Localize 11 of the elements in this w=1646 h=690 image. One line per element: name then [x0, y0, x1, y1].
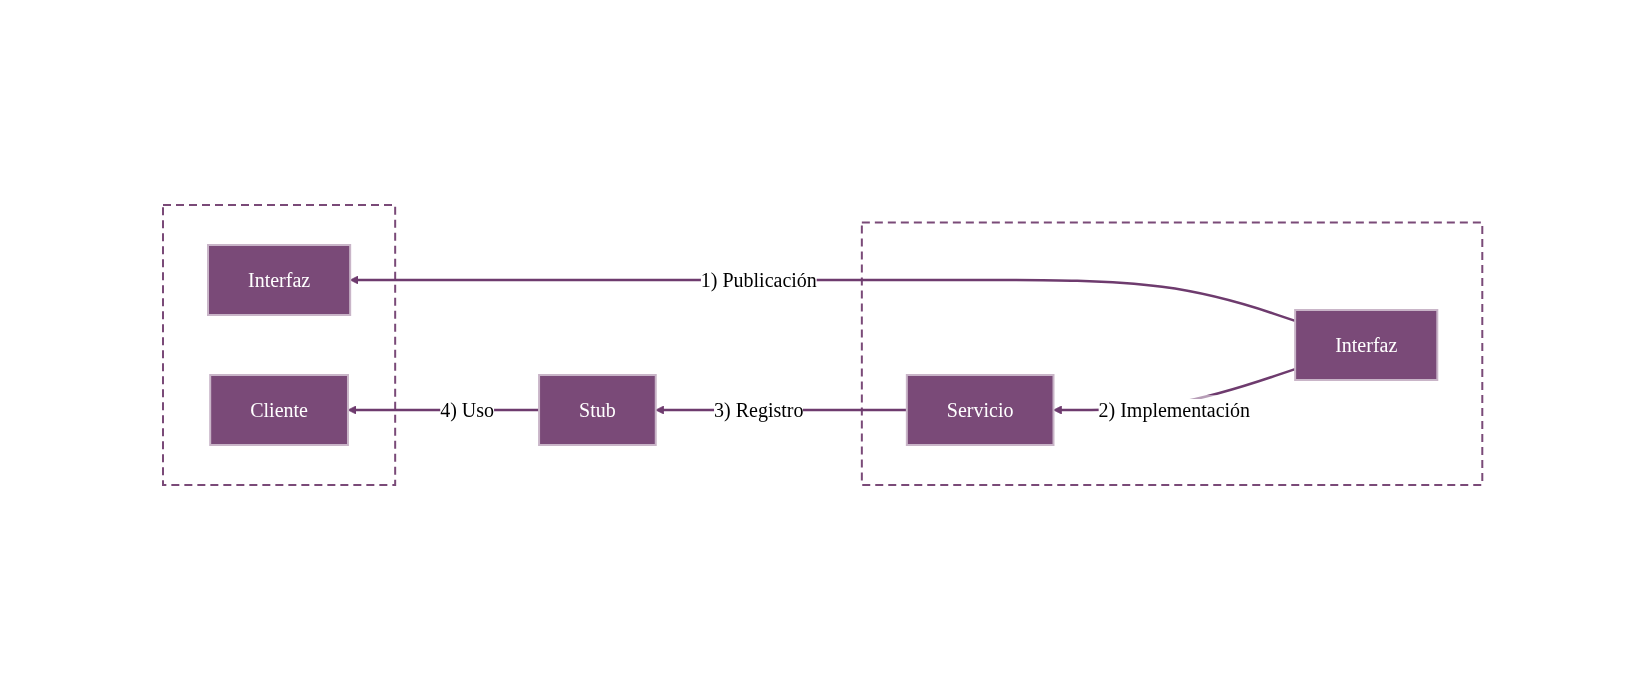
node-box: Interfaz: [207, 244, 352, 316]
edge-label: 3) Registro: [714, 399, 804, 421]
edge-label: 4) Uso: [440, 399, 495, 421]
edge-label: 1) Publicación: [701, 269, 818, 291]
node-box: Interfaz: [1294, 309, 1439, 381]
cluster: [861, 221, 1484, 486]
node-box: Cliente: [209, 374, 350, 446]
node-box: Servicio: [906, 374, 1055, 446]
cluster: [162, 204, 397, 486]
edge-label: 2) Implementación: [1098, 399, 1251, 421]
node-box: Stub: [538, 374, 658, 446]
